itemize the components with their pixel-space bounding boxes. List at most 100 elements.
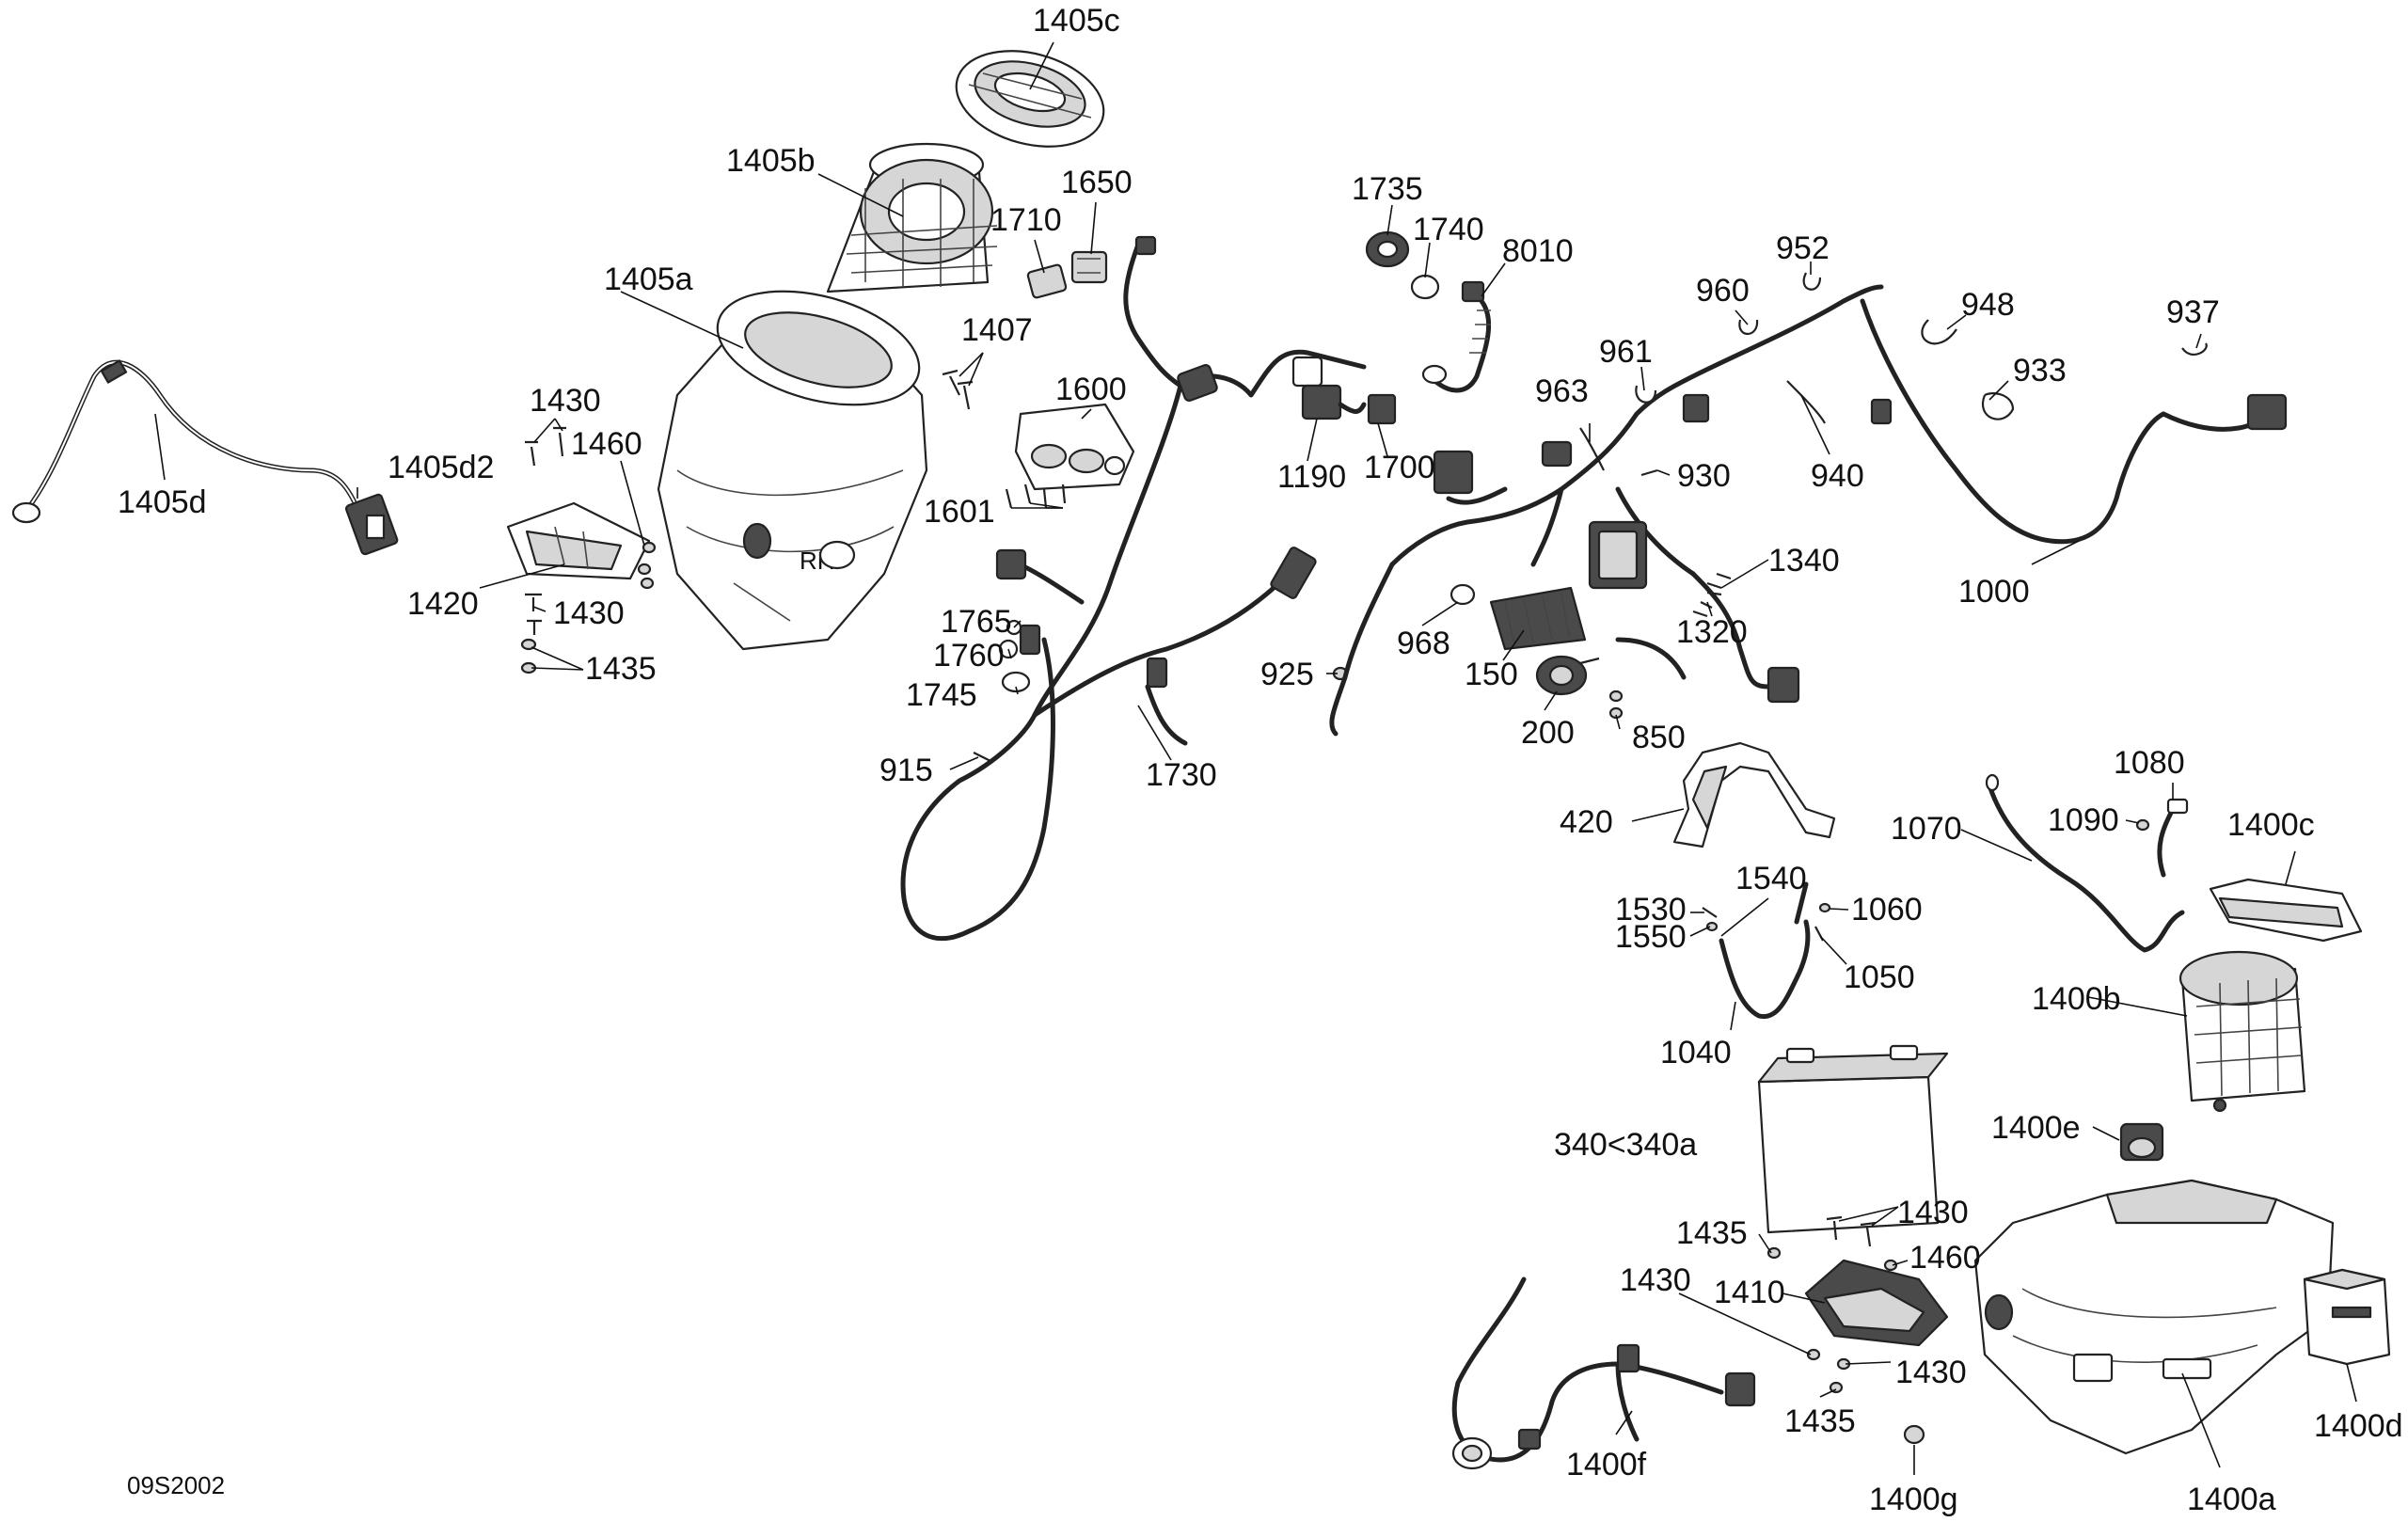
part-1410-bracket: [1804, 1259, 1949, 1347]
callout-1745: 1745: [906, 677, 977, 713]
part-1405d-wire-harness: [11, 359, 399, 556]
callout-1760: 1760: [933, 638, 1005, 674]
part-1400g-plug: [1903, 1424, 1925, 1445]
part-1700-connector: [1367, 393, 1397, 425]
part-1405a-speaker-housing: RH: [657, 290, 928, 651]
callout-1460-b: 1460: [1909, 1240, 1981, 1276]
part-1400f-wire-harness: [1451, 1276, 1756, 1470]
part-1400b-speaker: [2178, 950, 2306, 1113]
callout-1435-b: 1435: [1676, 1215, 1748, 1251]
callout-labels: 1405c 1405b 1650 1710 1735 1740 8010 952…: [118, 3, 2403, 1517]
callout-1400a: 1400a: [2187, 1482, 2276, 1517]
callout-961: 961: [1599, 334, 1653, 370]
callout-1040: 1040: [1660, 1035, 1732, 1070]
leader-lines: [154, 41, 2357, 1475]
callout-1400c: 1400c: [2227, 807, 2315, 843]
callout-1400f: 1400f: [1566, 1447, 1647, 1482]
part-1405c-speaker-grille: [955, 50, 1105, 148]
part-1740-ring: [1410, 274, 1440, 300]
callout-8010: 8010: [1502, 233, 1574, 269]
callout-1405d: 1405d: [118, 484, 207, 520]
part-1400a-speaker-housing: [1973, 1179, 2335, 1455]
callout-915: 915: [879, 753, 933, 788]
callout-1765: 1765: [941, 604, 1012, 640]
callout-1601: 1601: [924, 494, 995, 530]
callout-1550: 1550: [1615, 919, 1687, 955]
callout-420: 420: [1560, 804, 1613, 840]
callout-963: 963: [1535, 373, 1589, 409]
callout-948: 948: [1961, 287, 2015, 323]
part-8010-tether-cord: [1421, 280, 1492, 393]
callout-1600: 1600: [1055, 372, 1127, 407]
callout-1405a: 1405a: [604, 262, 693, 297]
callout-930: 930: [1677, 458, 1731, 494]
callout-1405c: 1405c: [1033, 3, 1120, 39]
callout-1000: 1000: [1958, 574, 2030, 610]
callout-1435-a: 1435: [585, 651, 657, 687]
callout-1730: 1730: [1146, 757, 1217, 793]
callout-952: 952: [1776, 230, 1830, 266]
callout-1405d2: 1405d2: [388, 450, 494, 485]
callout-1700: 1700: [1364, 450, 1435, 485]
callout-960: 960: [1696, 273, 1750, 309]
callout-1435-c: 1435: [1784, 1403, 1856, 1439]
part-1730-main-harness: [900, 235, 1367, 942]
callout-933: 933: [2013, 353, 2067, 388]
callout-1530: 1530: [1615, 892, 1687, 927]
callout-940: 940: [1811, 458, 1864, 494]
callout-1400d: 1400d: [2314, 1408, 2403, 1444]
callout-1400e: 1400e: [1991, 1110, 2081, 1146]
callout-1430-c: 1430: [1897, 1195, 1969, 1230]
part-1400c-cover: [2209, 878, 2363, 943]
part-150-voltage-regulator: [1489, 586, 1587, 651]
callout-1400g: 1400g: [1869, 1482, 1958, 1517]
callout-968: 968: [1397, 626, 1450, 661]
part-968-grommet: [1450, 583, 1476, 606]
part-850-nuts: [1608, 690, 1624, 720]
callout-1420: 1420: [407, 586, 479, 622]
callout-1430-b: 1430: [553, 595, 625, 631]
callout-925: 925: [1260, 657, 1314, 692]
part-1090-nut: [2135, 818, 2150, 832]
callout-150: 150: [1465, 657, 1518, 692]
part-1000-harness: [1329, 284, 2288, 737]
part-1070-cable: [1985, 773, 2185, 953]
part-1650-connector: [1070, 250, 1108, 284]
callout-200: 200: [1521, 715, 1575, 751]
callout-1405b: 1405b: [726, 143, 816, 179]
callout-1540: 1540: [1735, 861, 1807, 896]
callout-1740: 1740: [1413, 212, 1484, 247]
part-200-ignition-switch: [1535, 655, 1600, 696]
callout-1460-a: 1460: [571, 426, 642, 462]
callout-1400b: 1400b: [2032, 981, 2121, 1017]
callout-937: 937: [2166, 294, 2220, 330]
callout-1650: 1650: [1061, 165, 1133, 200]
callout-1430-e: 1430: [1895, 1355, 1967, 1390]
part-1190-relay: [1301, 384, 1367, 420]
callout-1320: 1320: [1676, 614, 1748, 650]
callout-1190: 1190: [1277, 459, 1346, 495]
part-1400e-plug: [2119, 1122, 2164, 1162]
part-1420-bracket: [506, 501, 651, 580]
callout-1090: 1090: [2048, 802, 2119, 838]
callout-1735: 1735: [1352, 171, 1423, 207]
part-1080-cable: [2157, 798, 2189, 878]
part-1040-battery-cable: [1719, 881, 1811, 1020]
callout-1070: 1070: [1891, 811, 1962, 847]
part-340-battery: [1757, 1044, 1949, 1234]
part-1405b-speaker: [826, 142, 998, 293]
part-1600-switch-panel: [1014, 403, 1135, 491]
drawing-code: 09S2002: [127, 1471, 225, 1499]
callout-1710: 1710: [990, 202, 1062, 238]
part-1340-1320-screws: [1615, 572, 1732, 680]
callout-1407: 1407: [961, 312, 1033, 348]
callout-1430-a: 1430: [530, 383, 601, 419]
callout-1430-d: 1430: [1620, 1262, 1691, 1298]
part-1735-switch: [1365, 230, 1410, 268]
callout-1410: 1410: [1714, 1275, 1785, 1310]
part-1400d-module: [2303, 1268, 2391, 1366]
callout-1060: 1060: [1851, 892, 1923, 927]
part-420-bracket: [1672, 741, 1836, 848]
callout-1050: 1050: [1844, 959, 1915, 995]
